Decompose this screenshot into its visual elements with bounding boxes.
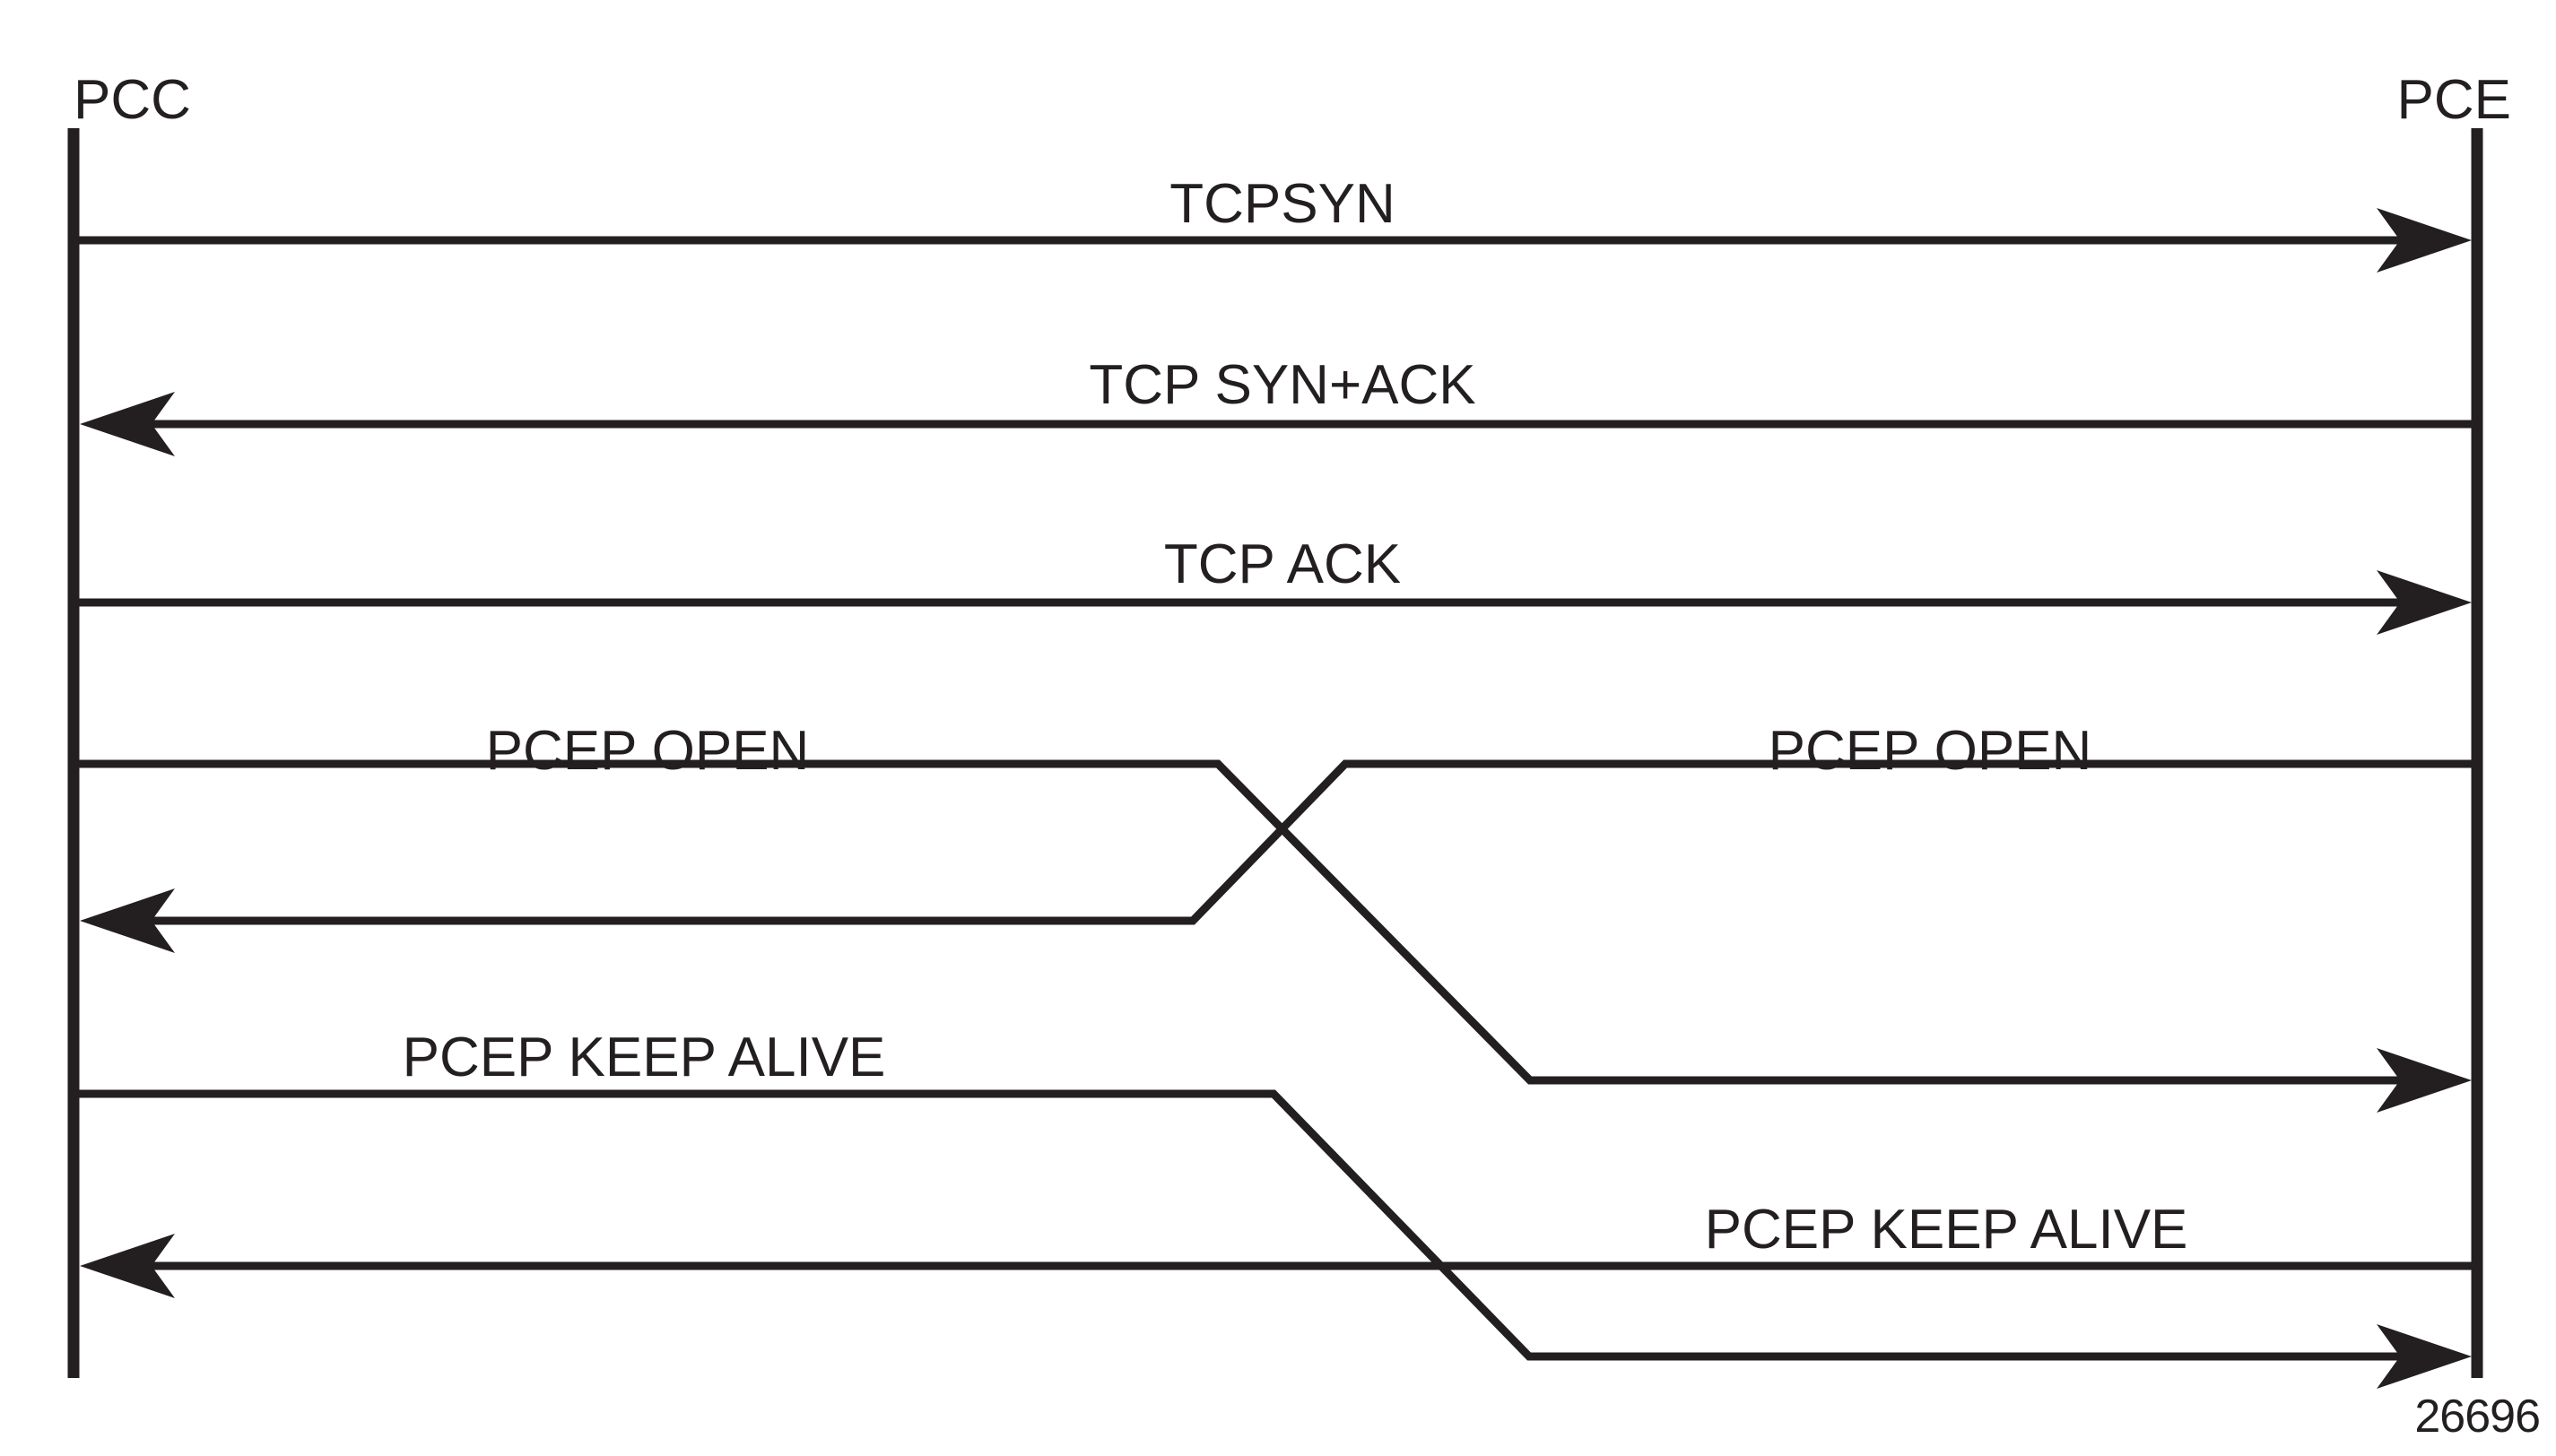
actor-label-pce: PCE — [2397, 69, 2511, 131]
actor-label-pcc: PCC — [74, 69, 191, 131]
message-label-pcep-open-from-pcc: PCEP OPEN — [486, 720, 810, 782]
message-label-tcp-syn-ack: TCP SYN+ACK — [1089, 354, 1475, 416]
message-line-pcep-open-from-pce — [99, 759, 2477, 925]
arrowhead-left-tcp-syn-ack — [80, 392, 175, 456]
message-label-pcep-keepalive-from-pce: PCEP KEEP ALIVE — [1705, 1199, 2188, 1261]
message-pcep-open-from-pcc: PCEP OPEN — [74, 720, 2472, 1113]
message-pcep-keepalive-from-pcc: PCEP KEEP ALIVE — [74, 1027, 2472, 1389]
figure-number: 26696 — [2414, 1391, 2540, 1443]
arrowhead-right-tcp-syn — [2377, 208, 2472, 273]
arrowhead-right-pcep-keepalive-from-pcc — [2377, 1324, 2472, 1389]
message-tcp-syn: TCPSYN — [74, 173, 2472, 273]
message-label-tcp-ack: TCP ACK — [1164, 533, 1401, 595]
arrowhead-left-pcep-keepalive-from-pce — [80, 1234, 175, 1298]
message-line-pcep-open-from-pcc — [74, 759, 2453, 1085]
message-label-pcep-open-from-pce: PCEP OPEN — [1769, 720, 2092, 782]
arrowhead-left-pcep-open-from-pce — [80, 888, 175, 953]
message-pcep-open-from-pce: PCEP OPEN — [80, 720, 2477, 953]
arrowhead-right-tcp-ack — [2377, 570, 2472, 635]
message-tcp-syn-ack: TCP SYN+ACK — [80, 354, 2477, 456]
message-tcp-ack: TCP ACK — [74, 533, 2472, 635]
arrowhead-right-pcep-open-from-pcc — [2377, 1048, 2472, 1113]
message-line-pcep-keepalive-from-pcc — [74, 1089, 2453, 1361]
message-label-tcp-syn: TCPSYN — [1169, 173, 1395, 235]
message-pcep-keepalive-from-pce: PCEP KEEP ALIVE — [80, 1199, 2477, 1298]
message-label-pcep-keepalive-from-pcc: PCEP KEEP ALIVE — [403, 1027, 886, 1088]
